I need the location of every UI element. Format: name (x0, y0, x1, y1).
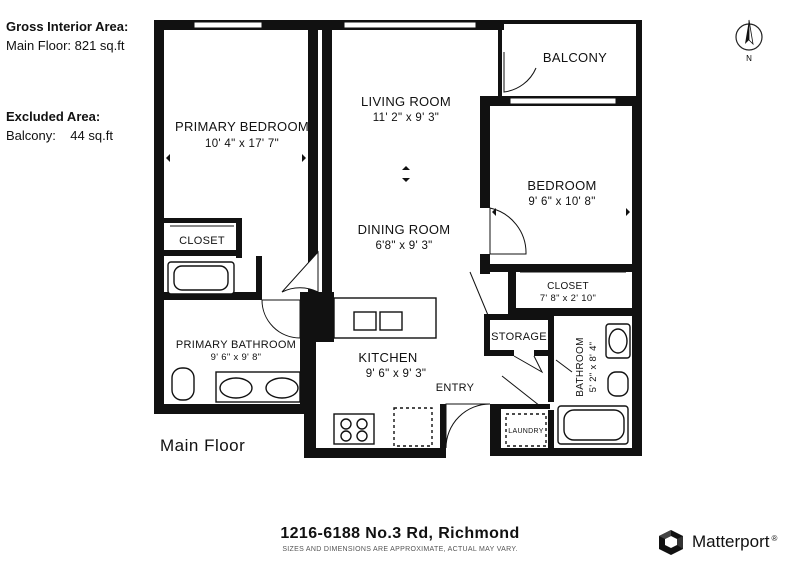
bathroom-dims: 5' 2" x 8' 4" (588, 342, 599, 393)
compass-icon: N (735, 19, 763, 63)
floor-label: Main Floor (160, 436, 246, 455)
kitchen-island (333, 297, 437, 339)
closet-rods (170, 225, 626, 273)
fridge (393, 407, 433, 447)
excluded-area-heading: Excluded Area: (6, 109, 101, 124)
kitchen-dims: 9' 6" x 9' 3" (366, 368, 427, 380)
dining-room-label: DINING ROOM (358, 222, 451, 237)
entry-label: ENTRY (436, 382, 475, 394)
bathroom-label: BATHROOM (575, 337, 586, 396)
doors (261, 52, 573, 449)
stove (333, 413, 375, 445)
living-room-dims: 11' 2" x 9' 3" (373, 112, 439, 124)
gross-area-value: Main Floor: 821 sq.ft (6, 38, 125, 53)
primary-bedroom-dims: 10' 4" x 17' 7" (205, 138, 279, 150)
gross-area-block: Gross Interior Area: Main Floor: 821 sq.… (6, 17, 128, 55)
kitchen-label: KITCHEN (358, 350, 417, 365)
excluded-area-value: Balcony: 44 sq.ft (6, 128, 113, 143)
closet-primary-label: CLOSET (179, 235, 225, 247)
excluded-area-block: Excluded Area: Balcony: 44 sq.ft (6, 107, 113, 145)
brand-name: Matterport (692, 532, 770, 551)
walls (154, 20, 642, 458)
storage-label: STORAGE (491, 331, 547, 343)
gross-area-heading: Gross Interior Area: (6, 19, 129, 34)
primary-bedroom-label: PRIMARY BEDROOM (175, 119, 309, 134)
compass-north-label: N (746, 54, 752, 63)
size-disclaimer: SIZES AND DIMENSIONS ARE APPROXIMATE, AC… (282, 546, 518, 553)
laundry-label: LAUNDRY (508, 428, 543, 435)
dining-room-dims: 6'8" x 9' 3" (375, 240, 432, 252)
fixtures (167, 261, 631, 447)
bedroom-label: BEDROOM (527, 178, 596, 193)
bedroom-dims: 9' 6" x 10' 8" (528, 196, 595, 208)
closet-bedroom-label: CLOSET (547, 281, 589, 292)
laundry-unit (505, 413, 547, 447)
brand-registered-mark: ® (771, 533, 778, 543)
windows (193, 21, 617, 105)
living-room-label: LIVING ROOM (361, 94, 451, 109)
matterport-logo-icon (659, 530, 683, 555)
primary-bathroom-label: PRIMARY BATHROOM (176, 339, 296, 351)
balcony-label: BALCONY (543, 50, 607, 65)
brand-logo: Matterport® (656, 528, 777, 556)
dimension-markers (166, 154, 630, 216)
closet-bedroom-dims: 7' 8" x 2' 10" (540, 293, 596, 304)
primary-bathroom-dims: 9' 6" x 9' 8" (211, 352, 262, 363)
property-address: 1216-6188 No.3 Rd, Richmond (280, 525, 520, 542)
